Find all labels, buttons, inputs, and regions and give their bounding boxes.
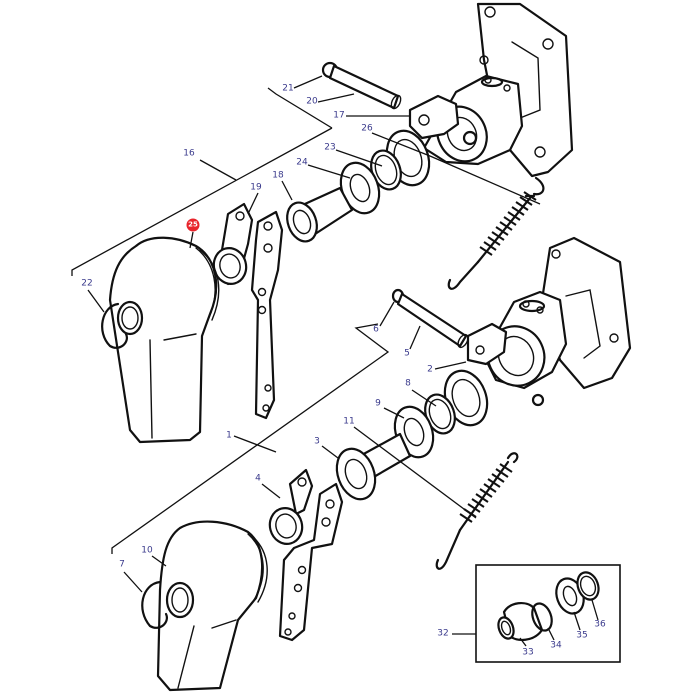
callout-part-9[interactable]: 9 xyxy=(375,398,381,409)
callout-part-18[interactable]: 18 xyxy=(272,170,284,181)
part-24-washer xyxy=(339,161,381,215)
part-20-pin xyxy=(328,64,402,110)
callout-part-8[interactable]: 8 xyxy=(405,378,411,389)
leader-lines xyxy=(87,75,599,647)
upper-spring xyxy=(447,176,545,290)
callout-part-26[interactable]: 26 xyxy=(361,123,373,134)
callout-part-35[interactable]: 35 xyxy=(576,630,588,641)
part-18-bushing xyxy=(286,186,354,243)
callout-part-6[interactable]: 6 xyxy=(373,324,379,335)
callout-part-34[interactable]: 34 xyxy=(550,640,562,651)
lower-spring xyxy=(435,452,519,570)
callout-part-19[interactable]: 19 xyxy=(250,182,262,193)
callout-part-22[interactable]: 22 xyxy=(81,278,93,289)
callout-part-32[interactable]: 32 xyxy=(437,628,449,639)
callout-part-25[interactable]: 25 xyxy=(186,218,200,232)
callout-part-3[interactable]: 3 xyxy=(314,436,320,447)
callout-part-20[interactable]: 20 xyxy=(306,96,318,107)
lower-cover xyxy=(156,520,268,692)
callout-part-7[interactable]: 7 xyxy=(119,559,125,570)
callout-part-17[interactable]: 17 xyxy=(333,110,345,121)
part-3-washer xyxy=(335,447,377,501)
callout-part-2[interactable]: 2 xyxy=(427,364,433,375)
callout-part-24[interactable]: 24 xyxy=(296,157,308,168)
part-5-pin xyxy=(396,292,469,349)
callout-part-1[interactable]: 1 xyxy=(226,430,232,441)
part-36-ring xyxy=(576,571,600,601)
group-bracket-16 xyxy=(71,127,333,276)
part-2-clevis xyxy=(466,322,508,366)
part-22-circlip xyxy=(101,302,128,349)
callout-part-16[interactable]: 16 xyxy=(183,148,195,159)
part-17-clevis xyxy=(408,94,460,140)
lower-housing xyxy=(482,290,568,407)
callout-part-10[interactable]: 10 xyxy=(141,545,153,556)
callout-part-23[interactable]: 23 xyxy=(324,142,336,153)
callout-part-11[interactable]: 11 xyxy=(343,416,355,427)
part-19-lever xyxy=(212,202,284,420)
kit-box-32 xyxy=(475,564,621,663)
lower-mounting-bracket xyxy=(540,236,632,390)
group-bracket-upper-pin xyxy=(267,87,333,129)
callout-part-5[interactable]: 5 xyxy=(404,348,410,359)
upper-cover xyxy=(108,236,220,444)
part-4-lever xyxy=(268,468,344,642)
callout-part-33[interactable]: 33 xyxy=(522,647,534,658)
callout-part-4[interactable]: 4 xyxy=(255,473,261,484)
group-bracket-1 xyxy=(111,323,390,554)
part-7-circlip xyxy=(141,580,168,629)
callout-part-36[interactable]: 36 xyxy=(594,619,606,630)
part-34-o-ring xyxy=(531,602,553,632)
callout-part-21[interactable]: 21 xyxy=(282,83,294,94)
